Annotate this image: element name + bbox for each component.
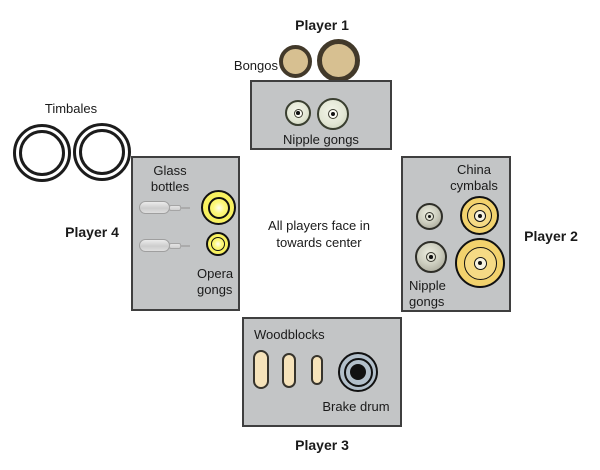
brake-drum-label: Brake drum	[322, 399, 390, 414]
china-cymbals-label: China cymbals	[450, 162, 498, 193]
bongos-label: Bongos	[233, 58, 278, 73]
nipple-gong-large-icon	[317, 98, 349, 130]
player1-label: Player 1	[295, 17, 349, 33]
player3-table: Woodblocks Brake drum	[242, 317, 402, 427]
brake-drum-icon	[338, 352, 378, 392]
player2-label: Player 2	[524, 228, 578, 244]
bongo-small-icon	[279, 45, 312, 78]
bongo-large-icon	[317, 39, 360, 82]
woodblock-medium-icon	[282, 353, 296, 388]
opera-gongs-label: Opera gongs	[197, 266, 234, 297]
nipple-gong-small-icon	[285, 100, 311, 126]
china-cymbal-large-icon	[455, 238, 505, 288]
player3-label: Player 3	[295, 437, 349, 453]
player1-table: Nipple gongs	[250, 80, 392, 150]
glass-bottles-label: Glass bottles	[150, 163, 190, 194]
timbale-left-icon	[13, 124, 71, 182]
player4-table: Glass bottles Opera gongs	[131, 156, 240, 311]
china-cymbal-small-icon	[460, 196, 499, 235]
player4-label: Player 4	[65, 224, 119, 240]
player2-table: China cymbals Nipple gongs	[401, 156, 511, 312]
timbales-label: Timbales	[44, 101, 98, 116]
nipple-gongs-label-p1: Nipple gongs	[283, 132, 359, 147]
nipple-gong-gray-large-icon	[415, 241, 447, 273]
opera-gong-small-icon	[206, 232, 230, 256]
woodblock-small-icon	[311, 355, 323, 385]
nipple-gong-gray-small-icon	[416, 203, 443, 230]
opera-gong-large-icon	[201, 190, 236, 225]
woodblocks-label: Woodblocks	[254, 327, 325, 342]
center-note: All players face in towards center	[268, 218, 370, 250]
timbale-right-icon	[73, 123, 131, 181]
nipple-gongs-label-p2: Nipple gongs	[409, 278, 446, 309]
woodblock-large-icon	[253, 350, 269, 389]
